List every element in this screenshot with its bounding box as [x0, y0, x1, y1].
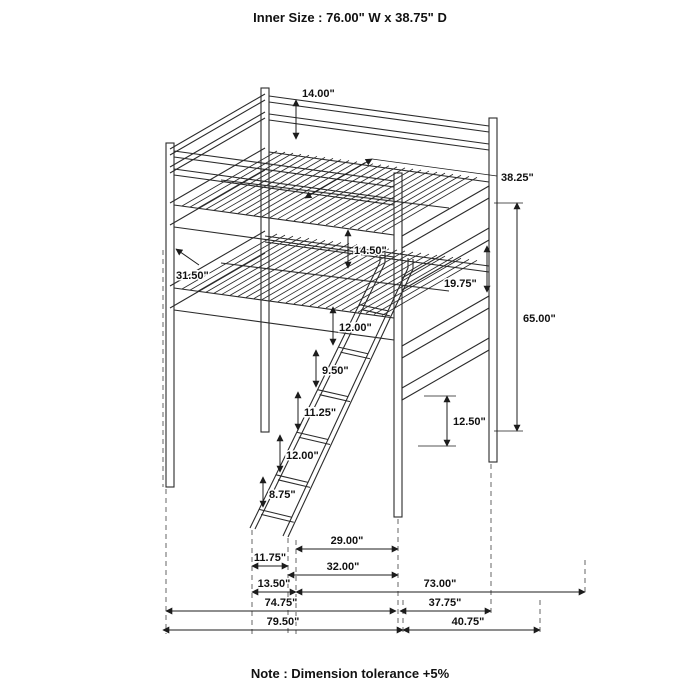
dim-label-step-4: 12.00": [286, 450, 319, 462]
top-footboard-panel: [401, 185, 490, 291]
top-bunk-slats: [181, 150, 478, 233]
ladder: [249, 252, 414, 538]
dim-label-inner-width: 73.00": [424, 578, 457, 590]
dim-label-width-b: 79.50": [267, 616, 300, 628]
dim-label-depth-a: 37.75": [429, 597, 462, 609]
dim-label-step-2: 9.50": [322, 365, 349, 377]
dim-label-inner-depth: 38.25": [501, 172, 534, 184]
dim-label-depth-b: 40.75": [452, 616, 485, 628]
dim-label-step-1: 12.00": [339, 322, 372, 334]
footboard-panels: [401, 185, 490, 401]
front-right-post: [393, 172, 403, 518]
bottom-footboard-panel: [401, 295, 490, 401]
dimension-lines: [162, 99, 586, 634]
dimension-labels: 14.00" 38.25" 31.50" 14.50" 19.75" 65.00…: [175, 87, 558, 630]
dim-label-overall-height: 65.00": [523, 313, 556, 325]
dim-label-footboard-height: 12.50": [453, 416, 486, 428]
inner-size-caption: Inner Size : 76.00" W x 38.75" D: [253, 10, 447, 25]
bottom-bunk-slats: [181, 233, 478, 316]
top-guard-rails: [169, 93, 490, 206]
dim-label-ladder-base: 32.00": [327, 561, 360, 573]
dim-label-step-3: 11.25": [304, 407, 336, 419]
ladder-right-rail: [282, 267, 409, 537]
dim-label-step-5: 8.75": [269, 489, 296, 501]
dim-label-rail-height: 14.00": [302, 88, 335, 100]
dim-label-guard-height: 14.50": [354, 245, 387, 257]
dim-label-offset-a: 11.75": [254, 552, 286, 564]
tolerance-note: Note : Dimension tolerance +5%: [250, 666, 450, 681]
rear-right-post: [488, 117, 498, 463]
dim-label-width-a: 74.75": [265, 597, 298, 609]
front-left-post: [165, 142, 175, 488]
ladder-rungs: [258, 304, 391, 523]
dim-label-offset-b: 13.50": [258, 578, 291, 590]
bed-frame: [165, 87, 498, 518]
dim-label-post-height: 31.50": [176, 270, 209, 282]
ladder-left-rail: [249, 261, 381, 529]
dim-label-ladder-span: 29.00": [331, 535, 364, 547]
dim-label-bunk-gap: 19.75": [444, 278, 477, 290]
